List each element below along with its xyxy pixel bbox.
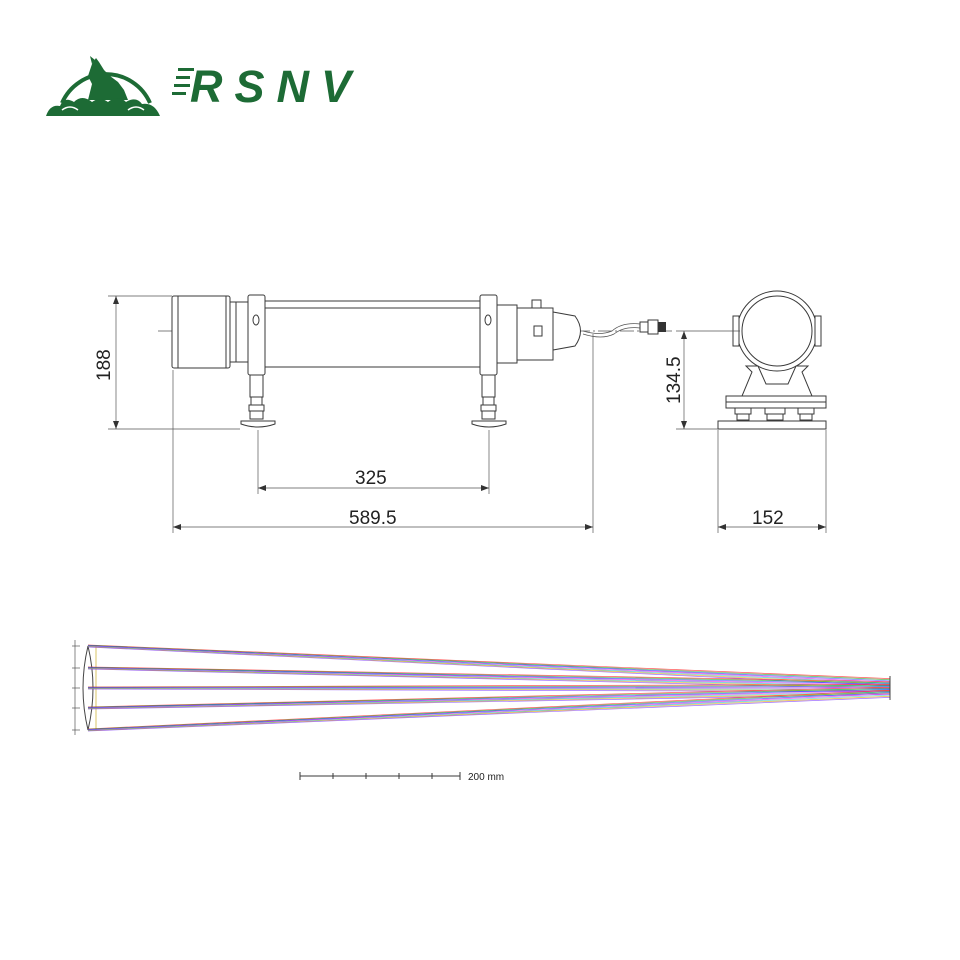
dim-mount-spacing: 325 <box>355 468 387 489</box>
ray-line <box>87 645 891 682</box>
ray-line <box>87 668 891 688</box>
telescope-tube <box>263 300 481 368</box>
brand-logo: RSNV <box>46 56 363 116</box>
ray-bundle <box>87 644 891 732</box>
ray-line <box>87 688 891 692</box>
ray-line <box>87 684 891 688</box>
ray-line <box>87 644 891 679</box>
end-view: 134.5 152 <box>664 290 827 533</box>
ray-line <box>87 666 891 683</box>
ray-line <box>87 697 891 732</box>
wolf-emblem-icon <box>46 56 160 116</box>
end-view-bracket <box>741 365 813 397</box>
ray-line <box>87 693 891 731</box>
ray-line <box>87 667 891 686</box>
ray-line <box>87 646 891 686</box>
end-view-feet <box>734 407 815 421</box>
ray-line <box>87 692 891 730</box>
dim-base-width: 152 <box>752 508 784 529</box>
ray-line <box>87 688 891 708</box>
brand-name: RSNV <box>190 61 363 112</box>
side-view: 188 325 589.5 <box>94 294 672 533</box>
ray-line <box>87 646 891 685</box>
dim-overall-height: 188 <box>94 349 115 381</box>
ray-line <box>87 688 891 690</box>
scale-bar-label: 200 mm <box>468 772 504 783</box>
ray-line <box>87 685 891 688</box>
ray-line <box>87 689 891 708</box>
ray-line <box>87 692 891 710</box>
dim-axis-height: 134.5 <box>664 356 685 404</box>
ray-line <box>87 668 891 687</box>
dim-overall-length: 589.5 <box>349 508 397 529</box>
ray-line <box>87 668 891 690</box>
ray-line <box>87 646 891 684</box>
ray-line <box>87 645 891 683</box>
ray-line <box>87 695 891 732</box>
ray-line <box>87 686 891 708</box>
tube-end-circle <box>736 290 818 372</box>
lens-hood <box>171 295 231 369</box>
ray-line <box>87 690 891 709</box>
ray-line <box>87 688 891 691</box>
ray-line <box>87 686 891 688</box>
rear-mount-ring <box>479 294 498 376</box>
ray-line <box>87 667 891 685</box>
front-mount-ring <box>247 294 266 376</box>
ray-line <box>87 690 891 730</box>
scale-bar: 200 mm <box>299 772 504 783</box>
front-foot <box>240 420 276 428</box>
ray-line <box>87 644 891 681</box>
ray-line <box>87 694 891 731</box>
rear-foot <box>471 420 507 428</box>
ray-line <box>87 691 891 709</box>
ray-line <box>87 666 891 684</box>
ray-line <box>87 691 891 730</box>
ray-trace-diagram: 200 mm <box>72 640 891 783</box>
speed-lines-icon <box>172 68 194 95</box>
end-view-base-plate <box>717 420 827 430</box>
cable-connector <box>639 319 666 335</box>
